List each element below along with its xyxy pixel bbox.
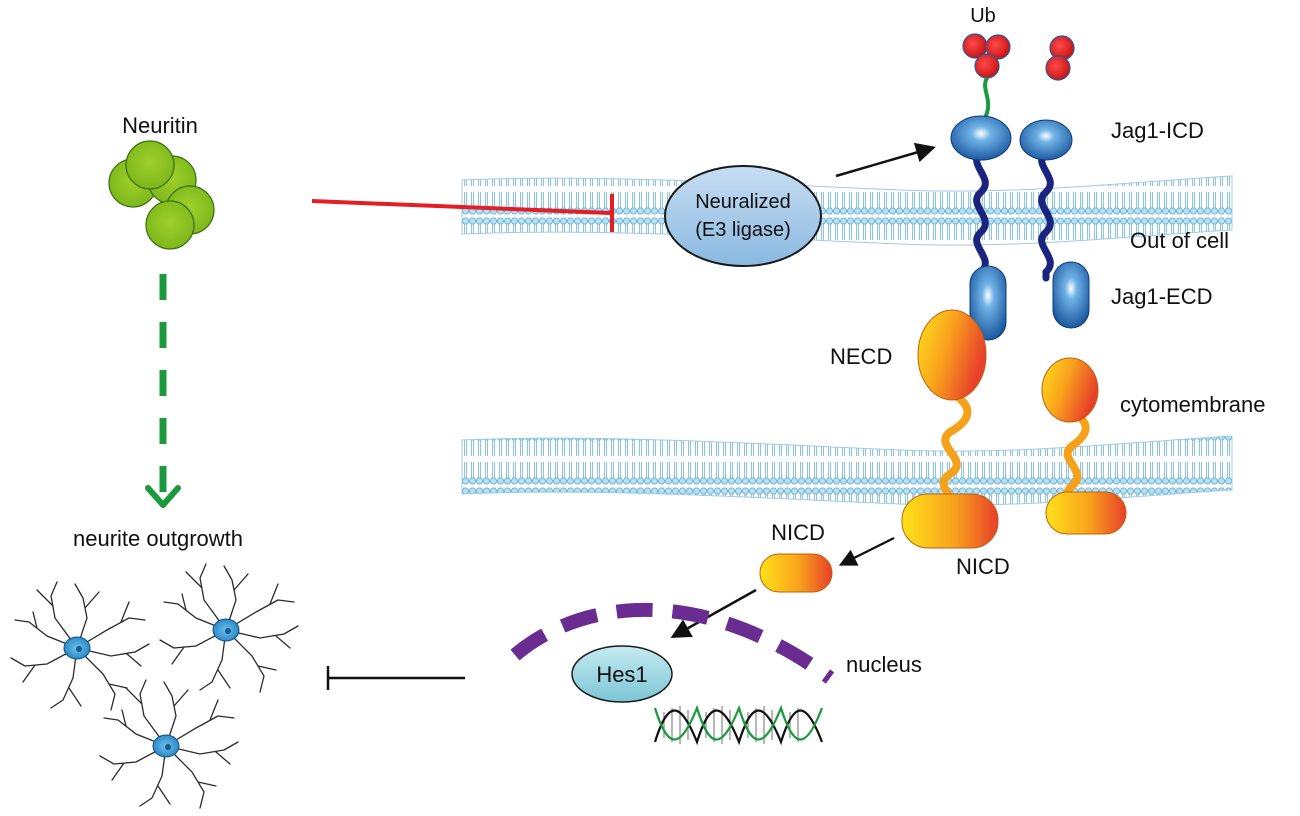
cytomembrane-label: cytomembrane: [1120, 392, 1266, 417]
nicd-right: [1045, 491, 1127, 535]
jag1-stalk-right: [1038, 148, 1054, 282]
neuron-icon: [99, 679, 239, 809]
jag1-icd-left: [950, 115, 1012, 161]
nicd-membrane: [901, 493, 999, 549]
dna-helix-icon: [653, 704, 824, 746]
cleavage-arrow: [838, 537, 895, 566]
jag1-ecd-label: Jag1-ECD: [1111, 284, 1212, 309]
notch-stalk-left: [939, 388, 972, 512]
neurite-outgrowth-label: neurite outgrowth: [73, 526, 243, 551]
nicd-free: [759, 553, 833, 593]
nicd-membrane-label: NICD: [956, 554, 1010, 579]
nuclear-translocation-arrow: [670, 588, 757, 638]
e3-ligase-label: (E3 ligase): [695, 219, 791, 241]
necd-label: NECD: [830, 344, 892, 369]
out-of-cell-label: Out of cell: [1130, 228, 1229, 253]
promote-arrowhead: [145, 485, 181, 508]
jag1-stalk-left: [973, 148, 989, 284]
neuralized-e3-ligase: [664, 165, 822, 267]
neuralized-label: Neuralized: [695, 191, 791, 213]
ubiquitin-icon: [1045, 35, 1075, 81]
neuralized-arrow: [835, 142, 936, 178]
lower-membrane: [461, 435, 1233, 506]
neuritin-inhibition-line: [311, 199, 611, 215]
necd-right: [1041, 357, 1099, 423]
jag1-icd-label: Jag1-ICD: [1111, 118, 1204, 143]
jag1-icd-right: [1019, 119, 1073, 161]
hes1-label: Hes1: [596, 662, 647, 687]
jag1-ecd-left: [969, 265, 1007, 341]
ub-label: Ub: [970, 5, 996, 27]
jag1-ecd-right: [1052, 261, 1090, 329]
nicd-free-label: NICD: [771, 520, 825, 545]
nuclear-envelope: [510, 602, 835, 684]
necd-left: [917, 309, 987, 401]
nucleus-label: nucleus: [846, 652, 922, 677]
ubiquitin-icon: [962, 33, 1011, 79]
neuritin-cluster-icon: [108, 140, 215, 250]
neuron-icon: [159, 563, 299, 693]
hes1-transcription-factor: [571, 645, 673, 703]
ubiquitin-linker: [982, 76, 991, 121]
neuritin-label: Neuritin: [122, 113, 198, 138]
